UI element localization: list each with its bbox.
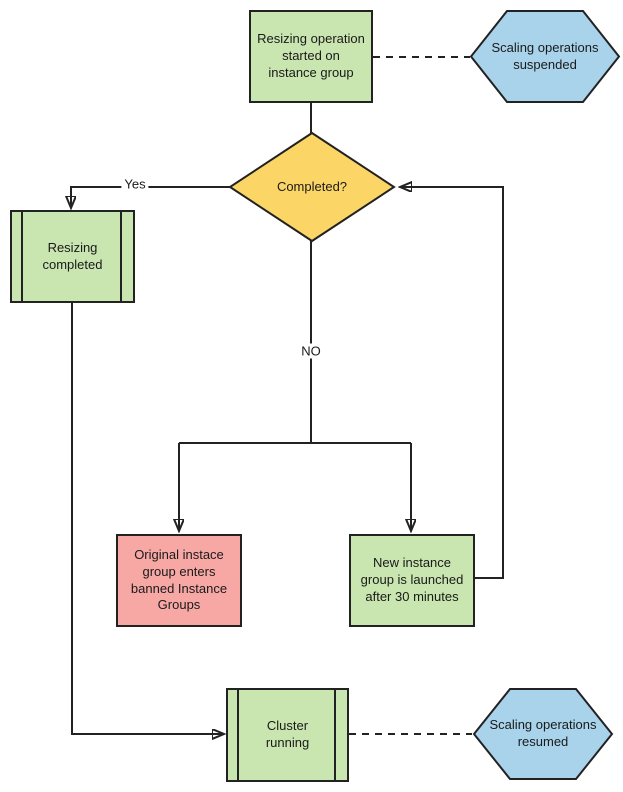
node-completed-decision: Completed? [228, 131, 396, 243]
node-scaling-resumed: Scaling operations resumed [472, 688, 614, 780]
node-banned-instance-groups: Original instace group enters banned Ins… [116, 534, 242, 627]
node-scaling-suspended-label: Scaling operations suspended [491, 39, 599, 72]
edge-label-yes: Yes [121, 176, 149, 192]
node-resizing-completed-label: Resizing completed [42, 239, 103, 272]
node-cluster-running: Cluster running [226, 688, 349, 782]
node-resizing-completed: Resizing completed [10, 210, 135, 303]
edge-new-group-loop-to-decision [400, 187, 504, 579]
node-scaling-resumed-label: Scaling operations resumed [489, 717, 597, 749]
node-scaling-suspended: Scaling operations suspended [469, 10, 621, 103]
edge-label-no: NO [298, 343, 324, 359]
edge-resizing-completed-to-cluster [71, 303, 224, 734]
node-cluster-running-label: Cluster running [265, 718, 310, 750]
edge-decision-yes-to-resizing-completed [71, 186, 230, 208]
node-new-instance-group: New instance group is launched after 30 … [349, 534, 475, 627]
diamond-shape [228, 131, 396, 243]
node-banned-instance-groups-label: Original instace group enters banned Ins… [130, 546, 228, 613]
node-resizing-start: Resizing operation started on instance g… [249, 10, 373, 103]
node-completed-decision-label: Completed? [276, 178, 348, 194]
node-new-instance-group-label: New instance group is launched after 30 … [360, 555, 464, 604]
node-resizing-start-label: Resizing operation started on instance g… [257, 31, 365, 80]
hexagon-shape [472, 688, 614, 780]
hexagon-shape [469, 10, 621, 103]
